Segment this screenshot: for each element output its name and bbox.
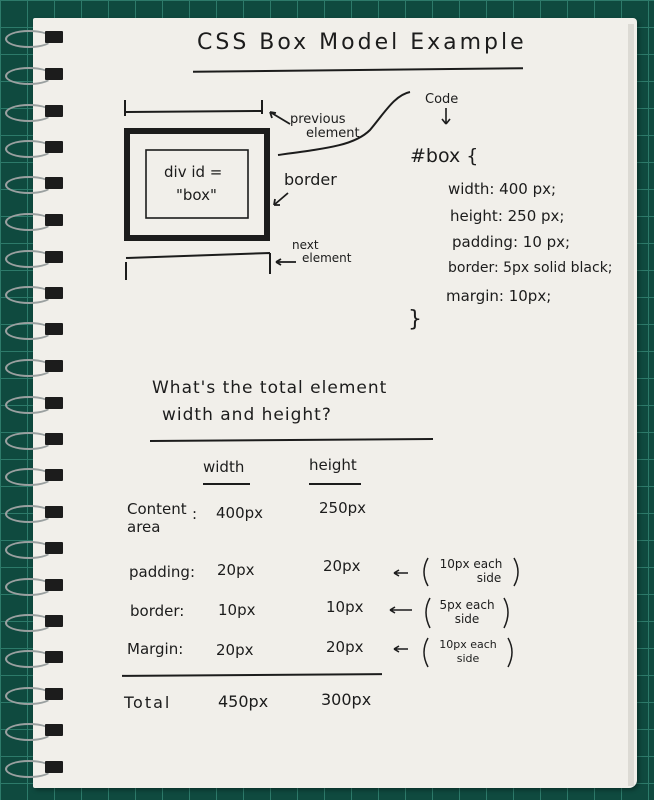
note-line1: 10px each <box>439 557 503 571</box>
next-element-label: next <box>292 238 319 252</box>
column-header-width: width <box>203 458 245 476</box>
spiral-ring <box>5 30 63 48</box>
width-value: 10px <box>218 601 256 619</box>
row-note: 10px each side <box>428 557 514 585</box>
width-value: 400px <box>216 504 264 522</box>
spiral-ring <box>5 723 63 741</box>
total-height: 300px <box>321 690 372 709</box>
height-value: 250px <box>319 499 367 517</box>
spiral-ring <box>5 505 63 523</box>
previous-element-label: previous <box>290 112 346 127</box>
code-label: Code <box>425 92 459 107</box>
row-label: Content <box>127 500 187 518</box>
total-label: Total <box>124 693 172 712</box>
spiral-ring <box>5 650 63 668</box>
code-line-padding: padding: 10 px; <box>452 233 571 251</box>
question-line1: What's the total element <box>152 378 388 398</box>
colon: : <box>192 505 198 523</box>
row-label: border: <box>130 602 185 620</box>
box-label-line2: "box" <box>176 186 217 204</box>
row-label: padding: <box>129 563 196 581</box>
spiral-ring <box>5 432 63 450</box>
column-header-height: height <box>309 456 357 474</box>
height-value: 20px <box>323 557 361 575</box>
spiral-ring <box>5 468 63 486</box>
code-line-border: border: 5px solid black; <box>448 260 613 276</box>
spiral-ring <box>5 67 63 85</box>
previous-element-label-2: element <box>306 126 360 141</box>
spiral-ring <box>5 614 63 632</box>
spiral-ring <box>5 359 63 377</box>
border-label: border <box>284 170 337 189</box>
spiral-ring <box>5 250 63 268</box>
note-line2: side <box>476 571 502 585</box>
code-line-margin: margin: 10px; <box>446 287 552 305</box>
row-label-2: area <box>127 518 161 536</box>
width-value: 20px <box>216 641 254 659</box>
spiral-ring <box>5 286 63 304</box>
row-note: 5px each side <box>430 598 504 626</box>
spiral-ring <box>5 541 63 559</box>
note-line2: side <box>456 652 480 665</box>
header-underline <box>203 483 250 485</box>
next-element-label-2: element <box>302 251 352 265</box>
spiral-ring <box>5 176 63 194</box>
note-line1: 5px each <box>439 598 495 612</box>
note-line2: side <box>454 612 480 626</box>
box-label-line1: div id = <box>164 163 223 181</box>
page-edge <box>628 24 634 786</box>
code-closing-brace: } <box>408 307 422 332</box>
question-line2: width and height? <box>162 405 332 425</box>
spiral-ring <box>5 104 63 122</box>
height-value: 20px <box>326 638 364 656</box>
code-line-height: height: 250 px; <box>450 207 565 225</box>
width-value: 20px <box>217 561 255 579</box>
spiral-ring <box>5 760 63 778</box>
spiral-ring <box>5 322 63 340</box>
header-underline <box>309 483 361 485</box>
spiral-ring <box>5 140 63 158</box>
code-line-width: width: 400 px; <box>448 180 557 198</box>
total-width: 450px <box>218 692 269 711</box>
row-label: Margin: <box>127 640 184 658</box>
spiral-ring <box>5 396 63 414</box>
row-note: 10px each side <box>428 638 508 666</box>
spiral-ring <box>5 578 63 596</box>
spiral-ring <box>5 213 63 231</box>
page-title: CSS Box Model Example <box>197 30 527 55</box>
height-value: 10px <box>326 598 364 616</box>
code-selector: #box { <box>410 145 479 167</box>
note-line1: 10px each <box>439 638 497 651</box>
spiral-ring <box>5 687 63 705</box>
